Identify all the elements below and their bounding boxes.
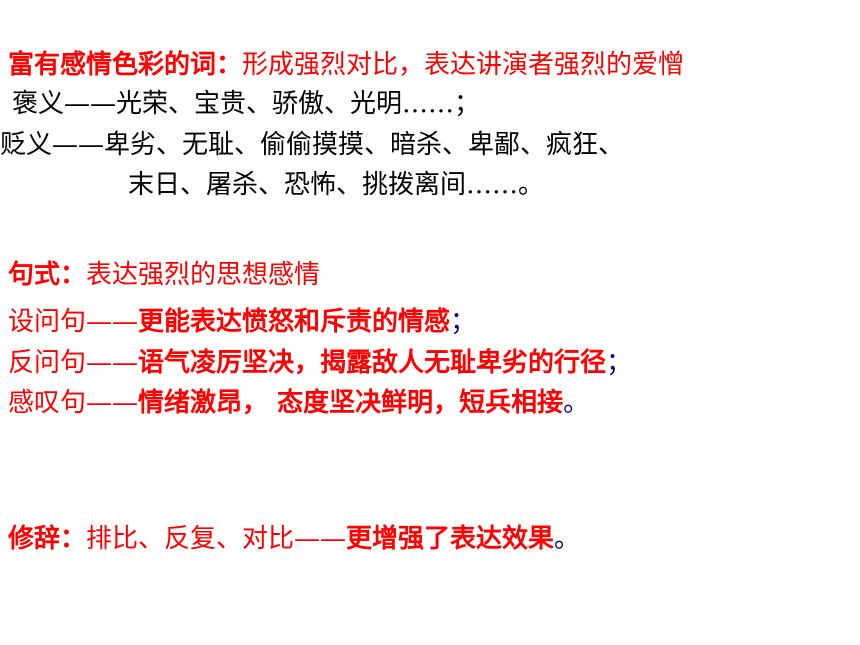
words-heading-line: 富有感情色彩的词：形成强烈对比，表达讲演者强烈的爱憎 — [8, 48, 684, 82]
exclamatory-label: 感叹句—— — [8, 388, 139, 418]
derogatory-words-line-1: 贬义——卑劣、无耻、偷偷摸摸、暗杀、卑鄙、疯狂、 — [0, 130, 625, 160]
sentences-heading-desc: 表达强烈的思想感情 — [86, 260, 321, 290]
words-heading-desc: 形成强烈对比，表达讲演者强烈的爱憎 — [242, 50, 685, 80]
rhetoric-heading: 修辞： — [8, 524, 87, 554]
question-sentence-line: 设问句——更能表达愤怒和斥责的情感； — [8, 305, 476, 339]
words-heading: 富有感情色彩的词： — [8, 50, 243, 80]
rhetorical-label: 反问句—— — [8, 348, 139, 378]
rhetorical-end: ； — [606, 348, 633, 378]
rhetorical-effect: 语气凌厉坚决，揭露敌人无耻卑劣的行径 — [138, 348, 607, 378]
rhetorical-sentence-line: 反问句——语气凌厉坚决，揭露敌人无耻卑劣的行径； — [8, 346, 632, 380]
rhetoric-devices: 排比、反复、对比—— — [86, 524, 347, 554]
question-label: 设问句—— — [8, 307, 139, 337]
derogatory-words-line-2: 末日、屠杀、恐怖、挑拨离间……。 — [128, 170, 545, 200]
rhetoric-effect: 更增强了表达效果 — [346, 524, 555, 554]
rhetoric-line: 修辞：排比、反复、对比——更增强了表达效果。 — [8, 522, 580, 556]
question-effect: 更能表达愤怒和斥责的情感 — [138, 307, 451, 337]
exclamatory-sentence-line: 感叹句——情绪激昂， 态度坚决鲜明，短兵相接。 — [8, 386, 589, 420]
commendatory-words: 褒义——光荣、宝贵、骄傲、光明……； — [12, 89, 481, 119]
sentences-heading: 句式： — [8, 260, 87, 290]
question-end: ； — [450, 307, 477, 337]
exclamatory-end: 。 — [563, 388, 590, 418]
rhetoric-end: 。 — [554, 524, 581, 554]
sentences-heading-line: 句式：表达强烈的思想感情 — [8, 258, 320, 292]
exclamatory-effect: 情绪激昂， 态度坚决鲜明，短兵相接 — [138, 388, 564, 418]
